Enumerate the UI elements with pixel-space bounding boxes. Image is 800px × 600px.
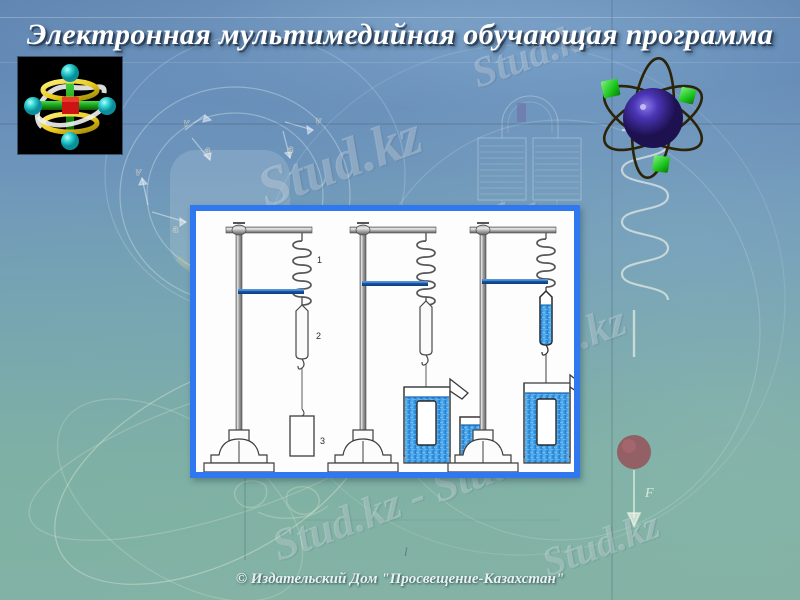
label-2: 2 [316,331,321,341]
svg-text:v: v [184,118,189,128]
pointer-line [238,289,304,294]
force-arrow [626,470,642,529]
spring [416,240,436,306]
archimedes-experiment-diagram: 1 2 3 [203,222,574,472]
capacitor-plates-diagram [477,95,582,218]
weight-3 [289,415,315,457]
multimedia-program-logo [18,57,122,154]
label-3: 3 [320,436,325,446]
overflow-vessel [403,377,469,464]
submerged-body [536,398,557,446]
overflow-vessel [523,373,574,464]
svg-text:a: a [288,144,293,154]
pointer-line [362,281,428,286]
panel-2 [327,222,483,472]
spring [292,240,312,306]
body [419,300,433,356]
bucket-with-water [539,290,553,346]
header-hairline-bottom [0,62,800,63]
atom-icon [592,52,714,184]
panel-3 [447,222,574,472]
illustration-canvas: 1 2 3 [196,211,574,472]
label-1: 1 [317,255,322,265]
copyright-footer: © Издательский Дом "Просвещение-Казахста… [235,571,565,587]
page-title: Электронная мультимедийная обучающая про… [26,18,774,51]
svg-text:v: v [316,116,321,126]
watermark-text: Stud.kz [249,103,431,221]
force-label: F [644,486,654,501]
svg-text:v: v [136,167,141,177]
experiment-illustration-frame: 1 2 3 [190,205,580,478]
svg-text:a: a [205,145,210,155]
decor-squiggle [233,480,329,519]
body-2 [295,304,309,360]
panel-1: 1 2 3 [203,222,325,472]
pointer-line [482,279,548,284]
ball-weight [617,435,651,469]
submerged-body [416,400,437,446]
molecule-icon [18,57,122,154]
header-hairline-top [0,17,800,18]
svg-text:a: a [173,224,178,234]
length-label: l [404,544,408,559]
